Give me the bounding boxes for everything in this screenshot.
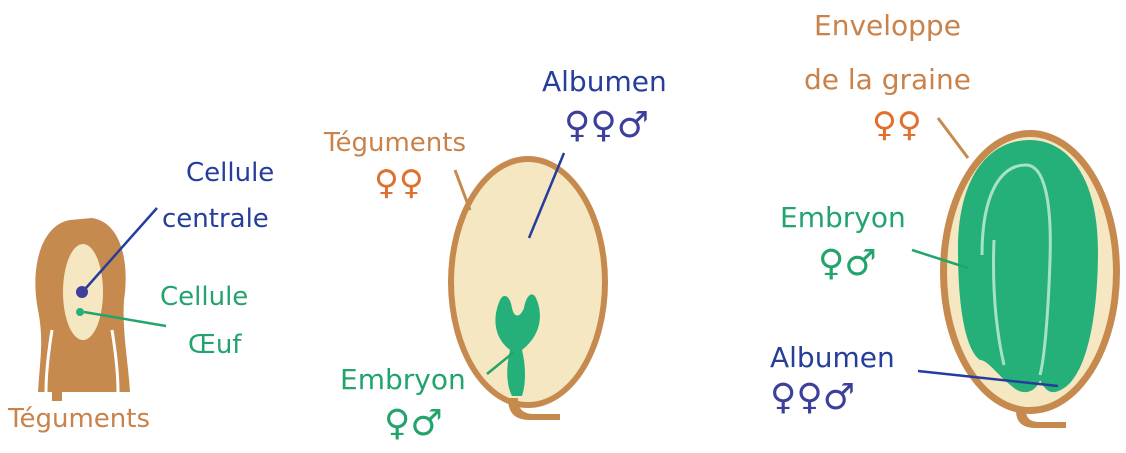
stage2-embryon-symbols: ♀♂ xyxy=(384,406,443,442)
label-enveloppe-line2: de la graine xyxy=(804,66,971,94)
label-stage2-albumen: Albumen xyxy=(542,68,667,96)
ovule-stage-1 xyxy=(35,208,166,401)
leader-enveloppe xyxy=(938,118,968,158)
stage2-teguments-symbols: ♀♀ xyxy=(374,166,424,200)
label-stage2-embryon: Embryon xyxy=(340,366,466,394)
stage3-enveloppe-symbols: ♀♀ xyxy=(872,108,922,142)
stage3-embryon-symbols: ♀♂ xyxy=(818,246,877,282)
label-stage3-embryon: Embryon xyxy=(780,204,906,232)
label-cellule-centrale-line2: centrale xyxy=(162,206,269,232)
ovule-stalk xyxy=(52,385,62,401)
label-cellule-oeuf-line2: Œuf xyxy=(188,332,241,358)
stage3-albumen-symbols: ♀♀♂ xyxy=(770,380,855,416)
label-cellule-oeuf-line1: Cellule xyxy=(160,284,248,310)
stage2-albumen xyxy=(454,162,602,402)
label-stage1-teguments: Téguments xyxy=(8,406,150,432)
label-stage3-albumen: Albumen xyxy=(770,344,895,372)
label-enveloppe-line1: Enveloppe xyxy=(814,12,961,40)
label-stage2-teguments: Téguments xyxy=(324,130,466,156)
leader-stage2-teguments xyxy=(455,170,470,210)
label-cellule-centrale-line1: Cellule xyxy=(186,160,274,186)
seed-stage-2 xyxy=(448,153,608,420)
egg-cell xyxy=(76,308,84,316)
stage2-albumen-symbols: ♀♀♂ xyxy=(564,108,649,144)
seed-stage-3 xyxy=(912,118,1120,428)
stage3-embryo xyxy=(958,140,1098,392)
